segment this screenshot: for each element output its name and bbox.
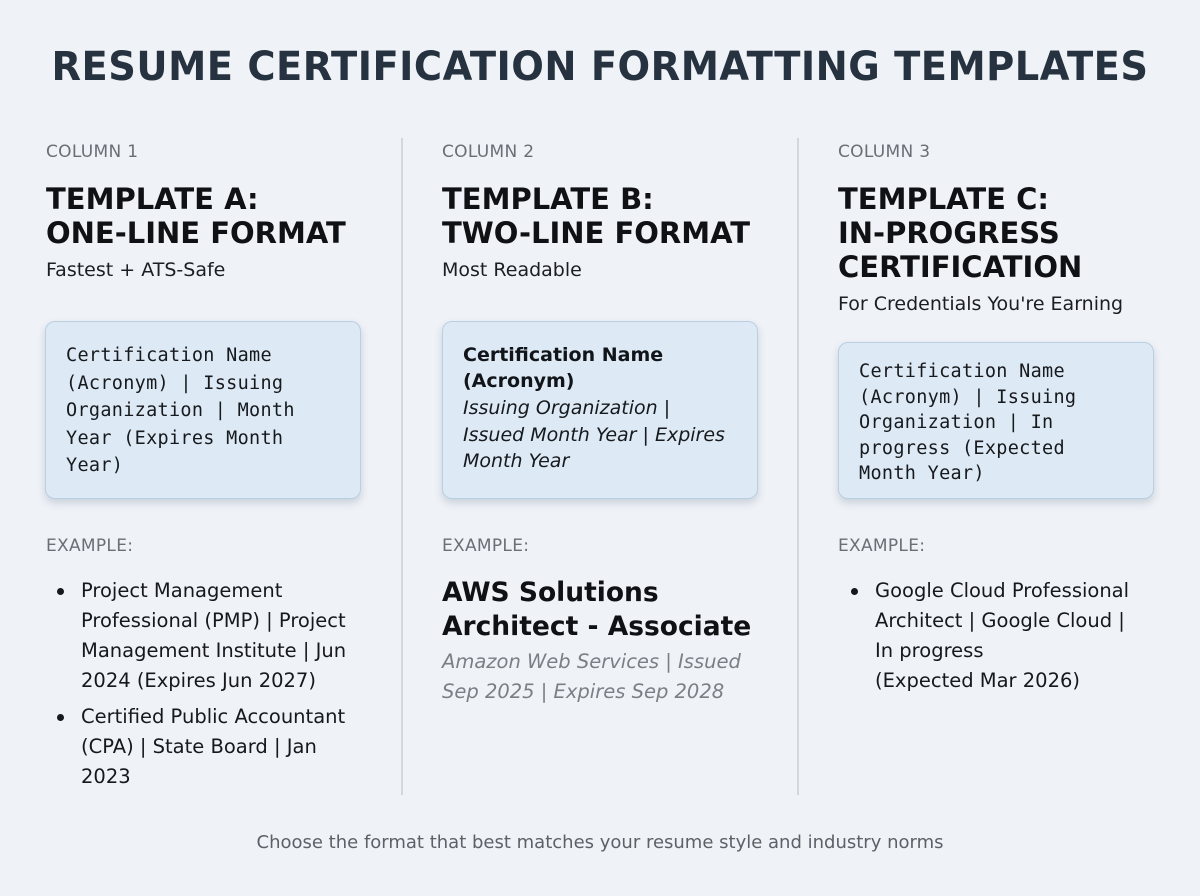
heading-line: CERTIFICATION [838, 250, 1083, 284]
example-line: Project Management [81, 579, 283, 602]
heading-line: IN-PROGRESS [838, 216, 1060, 250]
heading-line: TEMPLATE C: [838, 182, 1049, 216]
format-line: progress (Expected [859, 437, 1065, 459]
template-format-card: Certification Name (Acronym) | Issuing O… [45, 321, 361, 499]
format-line: (Acronym) | Issuing [66, 372, 284, 394]
column-header-a: COLUMN 1 TEMPLATE A: ONE-LINE FORMAT Fas… [46, 140, 376, 282]
example-title: AWS Solutions Architect - Associate [442, 576, 751, 644]
example-sub-line: Amazon Web Services | Issued [442, 650, 741, 673]
example-sub-line: Sep 2025 | Expires Sep 2028 [442, 680, 725, 703]
format-title-line: Certification Name [463, 344, 664, 366]
format-line: (Acronym) | Issuing [859, 386, 1077, 408]
page-title: RESUME CERTIFICATION FORMATTING TEMPLATE… [51, 44, 1149, 90]
example-item: Google Cloud Professional Architect | Go… [839, 576, 1179, 696]
format-line: Month Year) [859, 463, 985, 484]
example-line: Management Institute | Jun [81, 639, 347, 662]
format-sub-line: Issued Month Year | Expires [463, 423, 725, 446]
example-line: (CPA) | State Board | Jan [81, 735, 317, 758]
format-line: Certification Name [66, 345, 272, 366]
format-line: Certification Name [859, 361, 1065, 382]
format-title-line: (Acronym) [463, 370, 575, 392]
example-title-line: AWS Solutions [442, 577, 659, 608]
example-label: EXAMPLE: [442, 536, 530, 556]
example-line: Google Cloud Professional [875, 579, 1130, 602]
example-line: (Expected Mar 2026) [875, 669, 1081, 692]
column-label: COLUMN 1 [46, 142, 139, 162]
column-divider-1 [401, 138, 403, 795]
heading-line: TWO-LINE FORMAT [442, 216, 751, 250]
column-header-b: COLUMN 2 TEMPLATE B: TWO-LINE FORMAT Mos… [442, 140, 772, 282]
format-line: Year (Expires Month [66, 427, 284, 449]
template-subtitle: Fastest + ATS-Safe [46, 259, 226, 281]
example-list: Project Management Professional (PMP) | … [45, 576, 385, 798]
template-format-subline: Issuing Organization | Issued Month Year… [463, 395, 737, 475]
template-heading: TEMPLATE A: ONE-LINE FORMAT [46, 182, 376, 250]
heading-line: TEMPLATE B: [442, 182, 654, 216]
format-line: Organization | Month [66, 400, 295, 421]
format-sub-line: Issuing Organization | [463, 397, 671, 419]
heading-line: ONE-LINE FORMAT [46, 216, 346, 250]
format-line: Organization | In [859, 412, 1054, 433]
template-format-card: Certification Name (Acronym) Issuing Org… [442, 321, 758, 499]
template-subtitle: For Credentials You're Earning [838, 293, 1124, 315]
example-line: 2024 (Expires Jun 2027) [81, 669, 316, 692]
example-item: Certified Public Accountant (CPA) | Stat… [45, 702, 385, 792]
example-line: Architect | Google Cloud | [875, 609, 1125, 632]
template-format-card: Certification Name (Acronym) | Issuing O… [838, 342, 1154, 499]
example-title-line: Architect - Associate [442, 611, 752, 642]
example-line: In progress [875, 639, 984, 662]
example-label: EXAMPLE: [46, 536, 134, 556]
example-line: Professional (PMP) | Project [81, 609, 346, 632]
format-line: Year) [66, 455, 124, 476]
format-sub-line: Month Year [463, 450, 570, 472]
template-format-title: Certification Name (Acronym) [463, 342, 737, 394]
column-label: COLUMN 3 [838, 142, 931, 162]
template-heading: TEMPLATE B: TWO-LINE FORMAT [442, 182, 772, 250]
column-divider-2 [797, 138, 799, 795]
template-format-text: Certification Name (Acronym) | Issuing O… [66, 342, 340, 480]
template-heading: TEMPLATE C: IN-PROGRESS CERTIFICATION [838, 182, 1168, 284]
example-item: Project Management Professional (PMP) | … [45, 576, 385, 696]
example-line: 2023 [81, 765, 131, 788]
heading-line: TEMPLATE A: [46, 182, 259, 216]
column-header-c: COLUMN 3 TEMPLATE C: IN-PROGRESS CERTIFI… [838, 140, 1168, 316]
example-list: Google Cloud Professional Architect | Go… [839, 576, 1179, 702]
template-format-text: Certification Name (Acronym) | Issuing O… [859, 359, 1133, 487]
example-line: Certified Public Accountant [81, 705, 346, 728]
template-subtitle: Most Readable [442, 259, 582, 281]
example-subline: Amazon Web Services | Issued Sep 2025 | … [442, 647, 741, 707]
footer-note: Choose the format that best matches your… [256, 832, 944, 853]
column-label: COLUMN 2 [442, 142, 535, 162]
example-label: EXAMPLE: [838, 536, 926, 556]
